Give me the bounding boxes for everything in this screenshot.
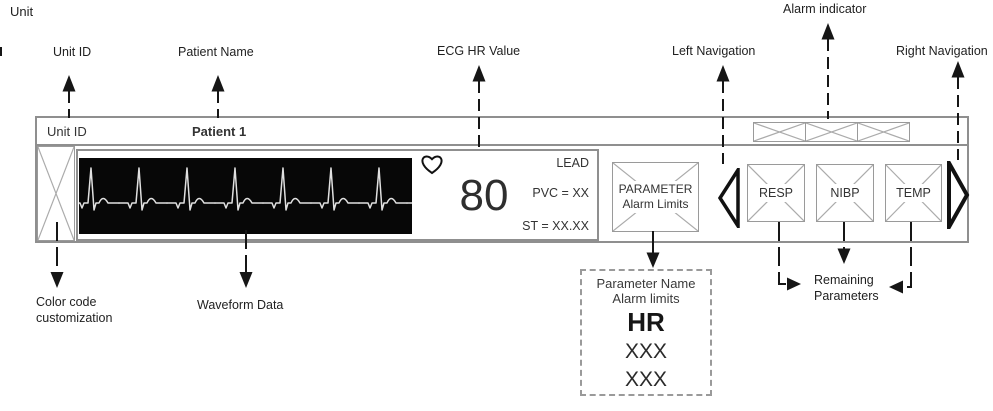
x-cross-icon — [38, 147, 74, 240]
parameter-tile-label: TEMP — [894, 184, 933, 202]
ecg-trace — [79, 167, 412, 211]
unit-id-value: Unit ID — [47, 124, 87, 139]
alarm-indicator-box-3 — [857, 122, 910, 142]
callout-color-code: Color code customization — [36, 294, 112, 326]
callout-right-navigation: Right Navigation — [896, 44, 988, 58]
callout-ecg-hr-value: ECG HR Value — [437, 44, 521, 58]
arrow-alarm-indicator — [821, 23, 835, 119]
parameter-alarm-popup: Parameter Name Alarm limits HR XXX XXX — [580, 269, 712, 396]
patient-monitor-bar: Unit ID Patient 1 — [35, 116, 970, 243]
parameter-alarm-limits-button[interactable]: PARAMETER Alarm Limits — [612, 162, 699, 232]
callout-color-code-line2: customization — [36, 311, 113, 325]
alarm-indicator-group — [753, 122, 910, 142]
ecg-hr-value: 80 — [459, 171, 509, 220]
x-cross-icon — [858, 123, 909, 141]
popup-parameter-name-label: Parameter Name — [596, 276, 696, 291]
ecg-st-value: ST = XX.XX — [522, 219, 589, 233]
ecg-pvc-value: PVC = XX — [532, 186, 589, 200]
callout-patient-name: Patient Name — [178, 45, 254, 59]
parameter-tile-label: RESP — [756, 184, 796, 202]
callout-alarm-indicator: Alarm indicator — [783, 2, 867, 16]
callout-unit-id: Unit ID — [53, 45, 92, 59]
callout-color-code-line1: Color code — [36, 295, 97, 309]
ecg-panel: 80 LEAD PVC = XX ST = XX.XX — [76, 149, 599, 241]
x-cross-icon — [754, 123, 805, 141]
arrow-unit-id — [62, 75, 76, 118]
parameter-tile-nibp[interactable]: NIBP — [816, 164, 874, 222]
monitor-header: Unit ID Patient 1 — [37, 118, 967, 146]
popup-alarm-limits-label: Alarm limits — [612, 291, 680, 306]
alarm-indicator-box-2 — [805, 122, 858, 142]
popup-parameter-name: HR — [627, 307, 665, 337]
callout-remaining-parameters: Remaining Parameters — [814, 272, 879, 304]
x-cross-icon — [806, 123, 857, 141]
right-navigation-arrow-icon[interactable] — [946, 161, 970, 229]
parameter-tile-label: NIBP — [828, 184, 862, 202]
heart-icon — [421, 155, 443, 175]
callout-remaining-line1: Remaining — [814, 273, 874, 287]
alarm-indicator-box-1 — [753, 122, 806, 142]
parameter-tile-temp[interactable]: TEMP — [885, 164, 942, 222]
callout-waveform-data: Waveform Data — [197, 298, 284, 312]
ecg-lead-label: LEAD — [556, 156, 589, 170]
parameter-button-line2: Alarm Limits — [622, 197, 689, 211]
parameter-tile-resp[interactable]: RESP — [747, 164, 805, 222]
parameter-button-line1: PARAMETER — [618, 182, 693, 196]
color-code-customization-box[interactable] — [37, 146, 75, 241]
popup-limit-low: XXX — [624, 368, 668, 391]
arrow-patient-name — [211, 75, 225, 118]
cropped-edge-text — [0, 47, 2, 56]
corner-text: Unit — [10, 4, 34, 19]
ecg-waveform-display — [79, 158, 412, 234]
popup-limit-high: XXX — [624, 340, 668, 363]
patient-name-value: Patient 1 — [192, 124, 247, 139]
left-navigation-arrow-icon[interactable] — [718, 168, 740, 228]
callout-remaining-line2: Parameters — [814, 289, 879, 303]
callout-left-navigation: Left Navigation — [672, 44, 756, 58]
